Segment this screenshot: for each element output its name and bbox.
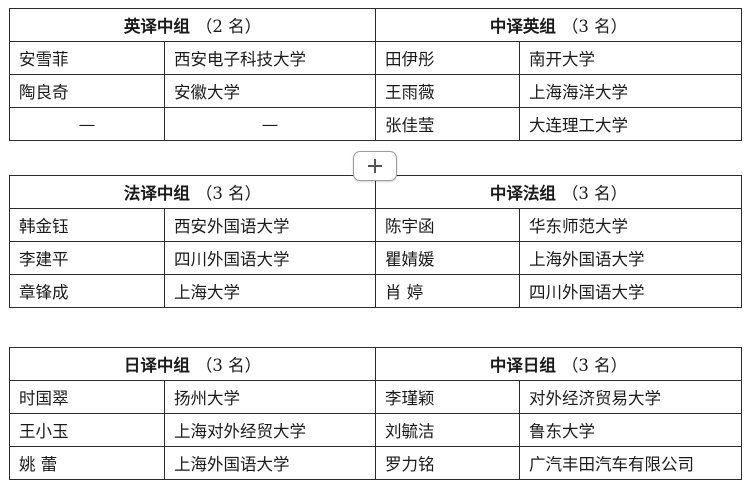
table-row: 时国翠 扬州大学 李瑾颖 对外经济贸易大学 [9, 380, 742, 414]
group-title: 日译中组 [123, 356, 190, 375]
expand-button[interactable] [353, 151, 397, 181]
group-header-en-zh: 英译中组 （2 名） [9, 8, 376, 42]
winner-name: 瞿婧媛 [375, 241, 520, 275]
table-row: 章锋成 上海大学 肖 婷 四川外国语大学 [9, 274, 742, 308]
table-row: 韩金钰 西安外国语大学 陈宇函 华东师范大学 [9, 208, 742, 242]
table-row: 李建平 四川外国语大学 瞿婧媛 上海外国语大学 [9, 241, 742, 275]
group-count: （2 名） [195, 17, 262, 36]
winner-name: 张佳莹 [375, 107, 520, 141]
group-title: 中译法组 [489, 184, 556, 203]
winner-school: 扬州大学 [164, 380, 376, 414]
winner-school: 四川外国语大学 [164, 241, 376, 275]
group-header-fr-zh: 法译中组 （3 名） [9, 175, 376, 209]
winner-school: 上海大学 [164, 274, 376, 308]
group-title: 中译日组 [489, 356, 556, 375]
table-header-row: 法译中组 （3 名） 中译法组 （3 名） [9, 175, 742, 209]
winner-name: 李瑾颖 [375, 380, 520, 414]
winner-name: 罗力铭 [375, 446, 520, 480]
group-count: （3 名） [195, 184, 262, 203]
group-title: 英译中组 [123, 17, 190, 36]
winner-name: 安雪菲 [9, 41, 165, 75]
group-title: 法译中组 [123, 184, 190, 203]
table-header-row: 日译中组 （3 名） 中译日组 （3 名） [9, 347, 742, 381]
winner-school: 南开大学 [519, 41, 742, 75]
winner-school: 华东师范大学 [519, 208, 742, 242]
table-block-1: 英译中组 （2 名） 中译英组 （3 名） 安雪菲 西安电子科技大学 田伊彤 南开大… [9, 8, 742, 141]
group-header-zh-fr: 中译法组 （3 名） [375, 175, 742, 209]
winner-school: 上海海洋大学 [519, 74, 742, 108]
plus-icon [368, 159, 382, 173]
winner-school: 西安外国语大学 [164, 208, 376, 242]
group-header-zh-en: 中译英组 （3 名） [375, 8, 742, 42]
winner-school: 安徽大学 [164, 74, 376, 108]
table-block-2: 法译中组 （3 名） 中译法组 （3 名） 韩金钰 西安外国语大学 陈宇函 华东师范… [9, 175, 742, 308]
winner-school: 上海外国语大学 [519, 241, 742, 275]
winner-school: 大连理工大学 [519, 107, 742, 141]
winner-name: 姚 蕾 [9, 446, 165, 480]
winner-name: 陈宇函 [375, 208, 520, 242]
table-row: 王小玉 上海对外经贸大学 刘毓洁 鲁东大学 [9, 413, 742, 447]
table-row: — — 张佳莹 大连理工大学 [9, 107, 742, 141]
winner-name: 肖 婷 [375, 274, 520, 308]
winner-name: 王小玉 [9, 413, 165, 447]
group-title: 中译英组 [489, 17, 556, 36]
winner-name: 陶良奇 [9, 74, 165, 108]
table-row: 陶良奇 安徽大学 王雨薇 上海海洋大学 [9, 74, 742, 108]
winner-name: 时国翠 [9, 380, 165, 414]
group-header-ja-zh: 日译中组 （3 名） [9, 347, 376, 381]
award-table-fr: 法译中组 （3 名） 中译法组 （3 名） 韩金钰 西安外国语大学 陈宇函 华东师范… [9, 175, 742, 308]
winner-name: 李建平 [9, 241, 165, 275]
group-count: （3 名） [561, 184, 628, 203]
winner-school: 西安电子科技大学 [164, 41, 376, 75]
table-block-3: 日译中组 （3 名） 中译日组 （3 名） 时国翠 扬州大学 李瑾颖 对外经济贸易大… [9, 347, 742, 480]
winner-name: 田伊彤 [375, 41, 520, 75]
winner-school: 上海对外经贸大学 [164, 413, 376, 447]
winner-name: 刘毓洁 [375, 413, 520, 447]
winner-school: 对外经济贸易大学 [519, 380, 742, 414]
group-header-zh-ja: 中译日组 （3 名） [375, 347, 742, 381]
group-count: （3 名） [561, 17, 628, 36]
award-table-ja: 日译中组 （3 名） 中译日组 （3 名） 时国翠 扬州大学 李瑾颖 对外经济贸易大… [9, 347, 742, 480]
winner-school: 广汽丰田汽车有限公司 [519, 446, 742, 480]
table-row: 姚 蕾 上海外国语大学 罗力铭 广汽丰田汽车有限公司 [9, 446, 742, 480]
empty-cell: — [9, 107, 165, 141]
group-count: （3 名） [195, 356, 262, 375]
table-row: 安雪菲 西安电子科技大学 田伊彤 南开大学 [9, 41, 742, 75]
winner-name: 章锋成 [9, 274, 165, 308]
winner-name: 王雨薇 [375, 74, 520, 108]
table-header-row: 英译中组 （2 名） 中译英组 （3 名） [9, 8, 742, 42]
winner-name: 韩金钰 [9, 208, 165, 242]
winner-school: 上海外国语大学 [164, 446, 376, 480]
winner-school: 鲁东大学 [519, 413, 742, 447]
award-table-en: 英译中组 （2 名） 中译英组 （3 名） 安雪菲 西安电子科技大学 田伊彤 南开大… [9, 8, 742, 141]
winner-school: 四川外国语大学 [519, 274, 742, 308]
group-count: （3 名） [561, 356, 628, 375]
empty-cell: — [164, 107, 376, 141]
